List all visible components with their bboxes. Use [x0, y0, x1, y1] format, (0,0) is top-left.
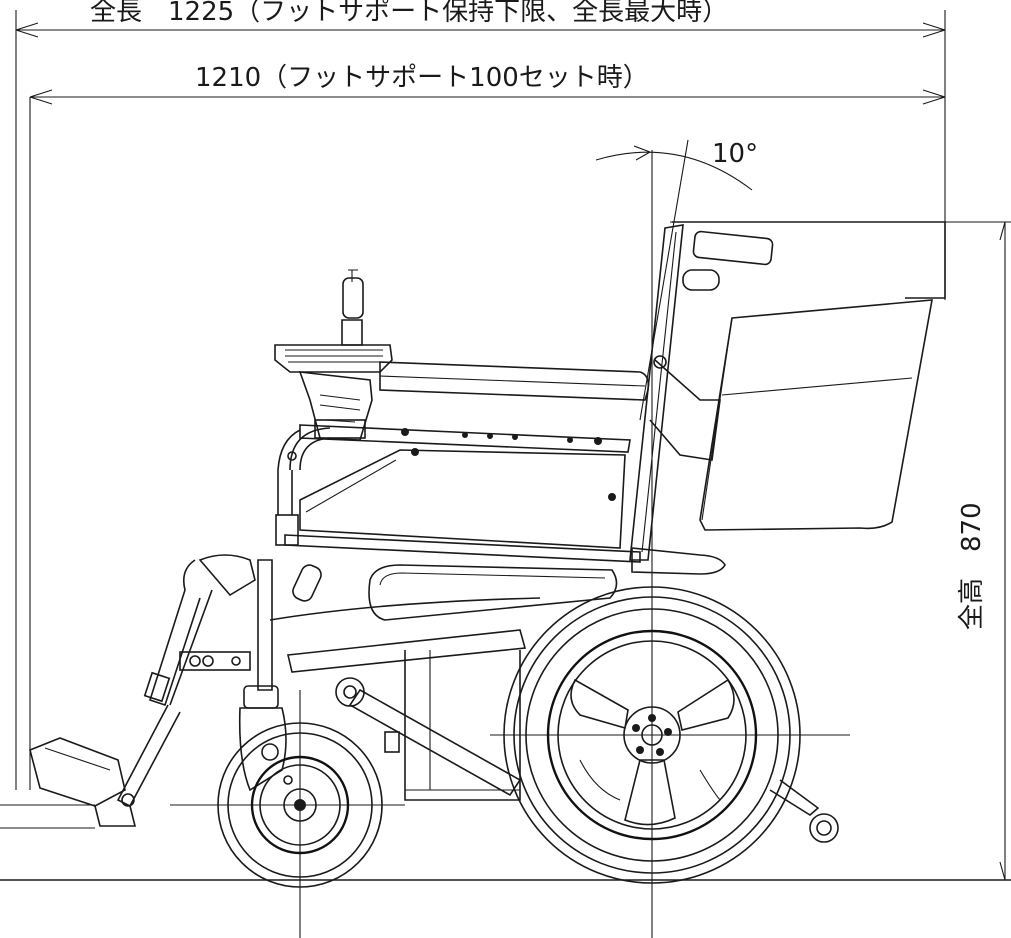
dimension-overall-length: 全長 1225（フットサポート保持下限、全長最大時） [15, 0, 946, 790]
push-handle [682, 230, 774, 291]
dimension-overall-height: 全高 870 [670, 221, 1011, 881]
rear-wheel [490, 560, 850, 938]
anti-tip-wheel [769, 779, 839, 843]
backrest [629, 221, 946, 561]
footplate [29, 737, 137, 827]
front-frame [116, 429, 301, 808]
front-caster-wheel [170, 685, 405, 938]
dimension-length-100: 1210（フットサポート100セット時） [29, 63, 946, 790]
main-frame [269, 547, 726, 801]
joystick-controller [274, 269, 393, 441]
dimension-recline-angle: 10° [595, 139, 758, 560]
recline-angle-label: 10° [712, 139, 758, 169]
overall-length-label: 全長 1225（フットサポート保持下限、全長最大時） [90, 0, 728, 27]
overall-height-label: 全高 870 [957, 502, 987, 630]
seat-armrest [284, 361, 650, 563]
length-100-label: 1210（フットサポート100セット時） [195, 63, 649, 93]
